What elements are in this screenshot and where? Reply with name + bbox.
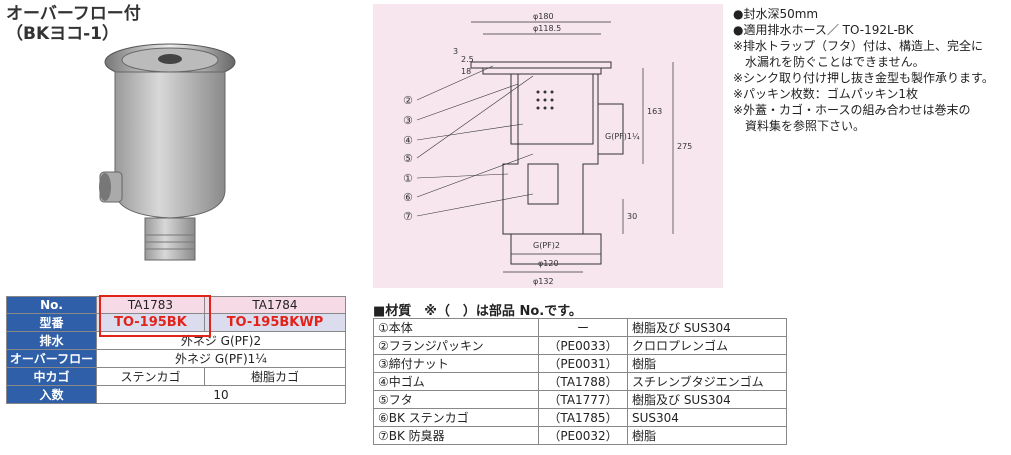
material-name: 樹脂 [627,426,787,445]
dim-3: 3 [453,47,458,56]
dim-phi118: φ118.5 [533,24,561,33]
spec-basket-1: ステンカゴ [96,367,205,386]
material-part-no: （PE0032） [538,426,628,445]
table-row: 中カゴ ステンカゴ 樹脂カゴ [6,367,347,386]
callout-4: ④ [403,134,413,147]
spec-label-qty: 入数 [6,385,97,404]
note-combination-cont: 資料集を参照下さい。 [745,119,866,133]
spec-basket-2: 樹脂カゴ [203,367,347,386]
spec-label-no: No. [6,296,97,314]
table-row: No. TA1783 TA1784 [6,296,347,314]
material-part-no: ー [538,318,628,337]
product-title: オーバーフロー付 （BKヨコ-1） [6,4,141,44]
material-part-no: （PE0031） [538,354,628,373]
callout-2: ② [403,94,413,107]
spec-model-2: TO-195BKWP [203,313,347,332]
material-part-no: （TA1788） [538,372,628,391]
spec-label-overflow: オーバーフロー [6,349,97,368]
material-name: SUS304 [627,408,787,427]
material-part: ①本体 [373,318,539,337]
spec-label-drain: 排水 [6,331,97,350]
note-trap-cont: 水漏れを防ぐことはできません。 [745,55,925,69]
spec-label-basket: 中カゴ [6,367,97,386]
notes: ●封水深50mm ●適用排水ホース／ TO-192L-BK ※排水トラップ（フタ… [733,6,1008,134]
selection-highlight [99,295,211,337]
materials-heading: ■材質 ※（ ）は部品 No.です。 [373,304,582,319]
note-seal-depth: ●封水深50mm [733,7,819,21]
dim-phi132: φ132 [533,277,554,286]
table-row: ①本体ー樹脂及び SUS304 [373,318,787,337]
spec-no-2: TA1784 [203,296,347,314]
material-part: ③締付ナット [373,354,539,373]
title-line1: オーバーフロー付 [6,4,141,24]
table-row: 入数 10 [6,385,346,404]
table-row: ②フランジパッキン（PE0033）クロロプレンゴム [373,336,787,355]
table-row: ④中ゴム（TA1788）スチレンブタジエンゴム [373,372,787,391]
dim-gpf2: G(PF)2 [533,241,560,250]
material-part-no: （TA1785） [538,408,628,427]
material-name: 樹脂及び SUS304 [627,390,787,409]
dim-275: 275 [677,142,692,151]
material-name: クロロプレンゴム [627,336,787,355]
note-combination: ※外蓋・カゴ・ホースの組み合わせは巻末の [733,103,971,117]
spec-table: No. TA1783 TA1784 型番 TO-195BK TO-195BKWP… [6,296,347,404]
dim-163: 163 [647,107,662,116]
dim-phi180: φ180 [533,12,554,21]
callout-3: ③ [403,114,413,127]
note-die: ※シンク取り付け押し抜き金型も製作承ります。 [733,71,994,85]
dim-2-5: 2.5 [461,55,474,64]
table-row: ⑥BK ステンカゴ（TA1785）SUS304 [373,408,787,427]
table-row: オーバーフロー 外ネジ G(PF)1¼ [6,349,346,368]
dim-30: 30 [627,212,637,221]
material-name: 樹脂及び SUS304 [627,318,787,337]
spec-qty: 10 [96,385,346,404]
spec-label-model: 型番 [6,313,97,332]
dim-gpf114: G(PF)1¼ [605,132,640,141]
note-packing: ※パッキン枚数：ゴムパッキン1枚 [733,87,918,101]
note-trap: ※排水トラップ（フタ）付は、構造上、完全に [733,39,984,53]
callout-5: ⑤ [403,152,413,165]
material-part: ⑤フタ [373,390,539,409]
table-row: ⑦BK 防臭器（PE0032）樹脂 [373,426,787,445]
material-name: 樹脂 [627,354,787,373]
material-name: スチレンブタジエンゴム [627,372,787,391]
material-part-no: （TA1777） [538,390,628,409]
callout-1: ① [403,172,413,185]
callout-6: ⑥ [403,191,413,204]
dim-phi120: φ120 [538,259,559,268]
table-row: ③締付ナット（PE0031）樹脂 [373,354,787,373]
material-part: ⑦BK 防臭器 [373,426,539,445]
spec-overflow: 外ネジ G(PF)1¼ [96,349,346,368]
dim-18: 18 [461,67,471,76]
table-row: ⑤フタ（TA1777）樹脂及び SUS304 [373,390,787,409]
technical-drawing: φ180 φ118.5 3 2.5 18 163 275 30 G(PF)1¼ … [373,4,723,288]
product-photo [99,43,236,261]
material-part: ②フランジパッキン [373,336,539,355]
spec-no-1: TA1783 [96,296,205,314]
title-line2: （BKヨコ-1） [6,24,120,44]
note-hose: ●適用排水ホース／ TO-192L-BK [733,23,914,37]
material-part-no: （PE0033） [538,336,628,355]
material-part: ⑥BK ステンカゴ [373,408,539,427]
spec-model-1: TO-195BK [96,313,205,332]
material-part: ④中ゴム [373,372,539,391]
callout-7: ⑦ [403,210,413,223]
